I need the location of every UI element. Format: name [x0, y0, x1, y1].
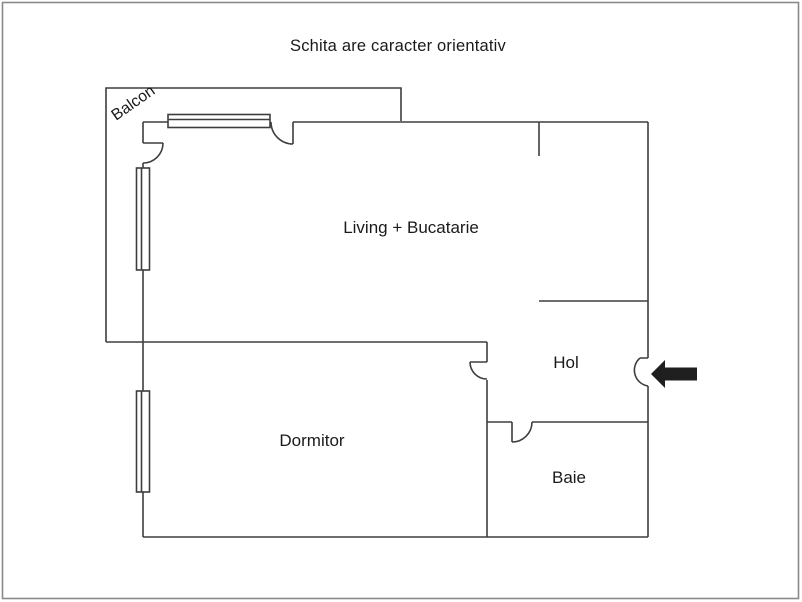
window-top [167, 113, 271, 129]
plan-title: Schita are caracter orientativ [290, 37, 507, 55]
walls [105, 87, 649, 538]
room-label-living: Living + Bucatarie [343, 218, 479, 237]
window-living-left [135, 167, 151, 271]
balcony-door-left [142, 142, 164, 164]
entrance-arrow-icon [651, 360, 697, 388]
baie-door [511, 421, 533, 443]
room-label-baie: Baie [552, 468, 586, 487]
room-label-dormitor: Dormitor [279, 431, 345, 450]
balcony-door-living [270, 121, 294, 145]
window-dormitor-left [135, 390, 151, 493]
room-label-hol: Hol [553, 353, 579, 372]
room-labels: Schita are caracter orientativ Balcon Li… [109, 37, 587, 487]
balcony-outline [105, 87, 402, 342]
entrance-door [633, 357, 649, 387]
dormitor-door [469, 361, 488, 380]
